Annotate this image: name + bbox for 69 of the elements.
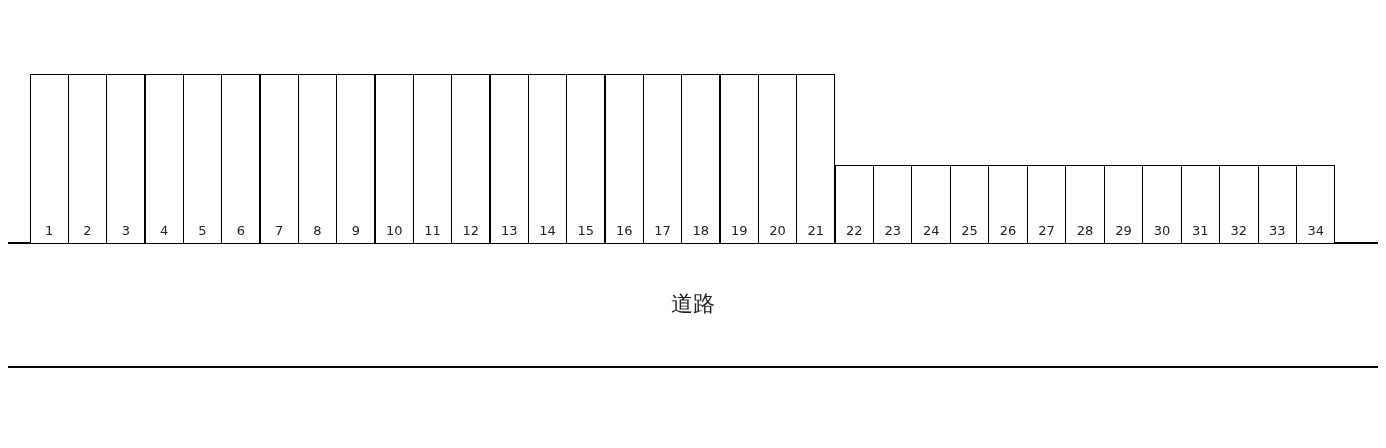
parking-space <box>297 74 338 244</box>
space-number: 32 <box>1229 223 1249 238</box>
space-number: 14 <box>538 223 557 238</box>
parking-space <box>719 74 759 244</box>
parking-space <box>911 165 951 244</box>
space-number: 31 <box>1191 223 1210 238</box>
parking-space <box>374 74 414 244</box>
space-number: 24 <box>921 223 941 238</box>
space-number: 25 <box>960 223 979 238</box>
parking-space <box>1219 165 1259 244</box>
space-number: 7 <box>274 223 285 238</box>
space-number: 19 <box>729 223 749 238</box>
space-number: 23 <box>883 223 902 238</box>
space-number: 16 <box>614 223 634 238</box>
parking-space <box>566 74 606 244</box>
space-number: 28 <box>1075 223 1095 238</box>
parking-space <box>451 74 491 244</box>
space-number: 17 <box>653 223 672 238</box>
parking-space <box>949 165 990 244</box>
parking-space <box>872 165 913 244</box>
parking-space <box>489 74 529 244</box>
road-label: 道路 <box>670 290 716 318</box>
space-number: 22 <box>844 223 864 238</box>
parking-space <box>221 74 261 244</box>
space-number: 15 <box>576 223 596 238</box>
space-number: 9 <box>350 223 361 238</box>
space-number: 26 <box>998 223 1018 238</box>
parking-space <box>527 74 568 244</box>
parking-space <box>144 74 184 244</box>
space-number: 2 <box>82 223 93 238</box>
parking-space <box>1296 165 1336 244</box>
space-number: 5 <box>197 223 208 238</box>
parking-space <box>106 74 146 244</box>
space-number: 34 <box>1306 223 1326 238</box>
parking-space <box>642 74 683 244</box>
space-number: 3 <box>120 223 131 238</box>
space-number: 21 <box>806 223 826 238</box>
space-number: 12 <box>461 223 481 238</box>
parking-space <box>1065 165 1105 244</box>
space-number: 11 <box>423 223 442 238</box>
space-number: 30 <box>1152 223 1172 238</box>
parking-space <box>1026 165 1067 244</box>
parking-space <box>336 74 376 244</box>
parking-space <box>604 74 644 244</box>
parking-space <box>796 74 836 244</box>
parking-space <box>259 74 299 244</box>
parking-space <box>1180 165 1221 244</box>
parking-space <box>182 74 223 244</box>
space-number: 18 <box>691 223 711 238</box>
parking-space <box>1142 165 1182 244</box>
space-number: 8 <box>312 223 323 238</box>
parking-space <box>681 74 721 244</box>
parking-space <box>29 74 69 244</box>
space-number: 4 <box>159 223 170 238</box>
parking-space <box>988 165 1028 244</box>
space-number: 10 <box>384 223 404 238</box>
space-number: 1 <box>44 223 55 238</box>
space-number: 6 <box>235 223 246 238</box>
parking-space <box>1103 165 1144 244</box>
space-number: 27 <box>1037 223 1056 238</box>
parking-space <box>67 74 108 244</box>
parking-space <box>412 74 453 244</box>
parking-space <box>834 165 874 244</box>
space-number: 29 <box>1114 223 1133 238</box>
parking-space <box>757 74 798 244</box>
space-number: 20 <box>768 223 787 238</box>
parking-space <box>1257 165 1297 244</box>
space-number: 13 <box>499 223 519 238</box>
space-number: 33 <box>1268 223 1287 238</box>
